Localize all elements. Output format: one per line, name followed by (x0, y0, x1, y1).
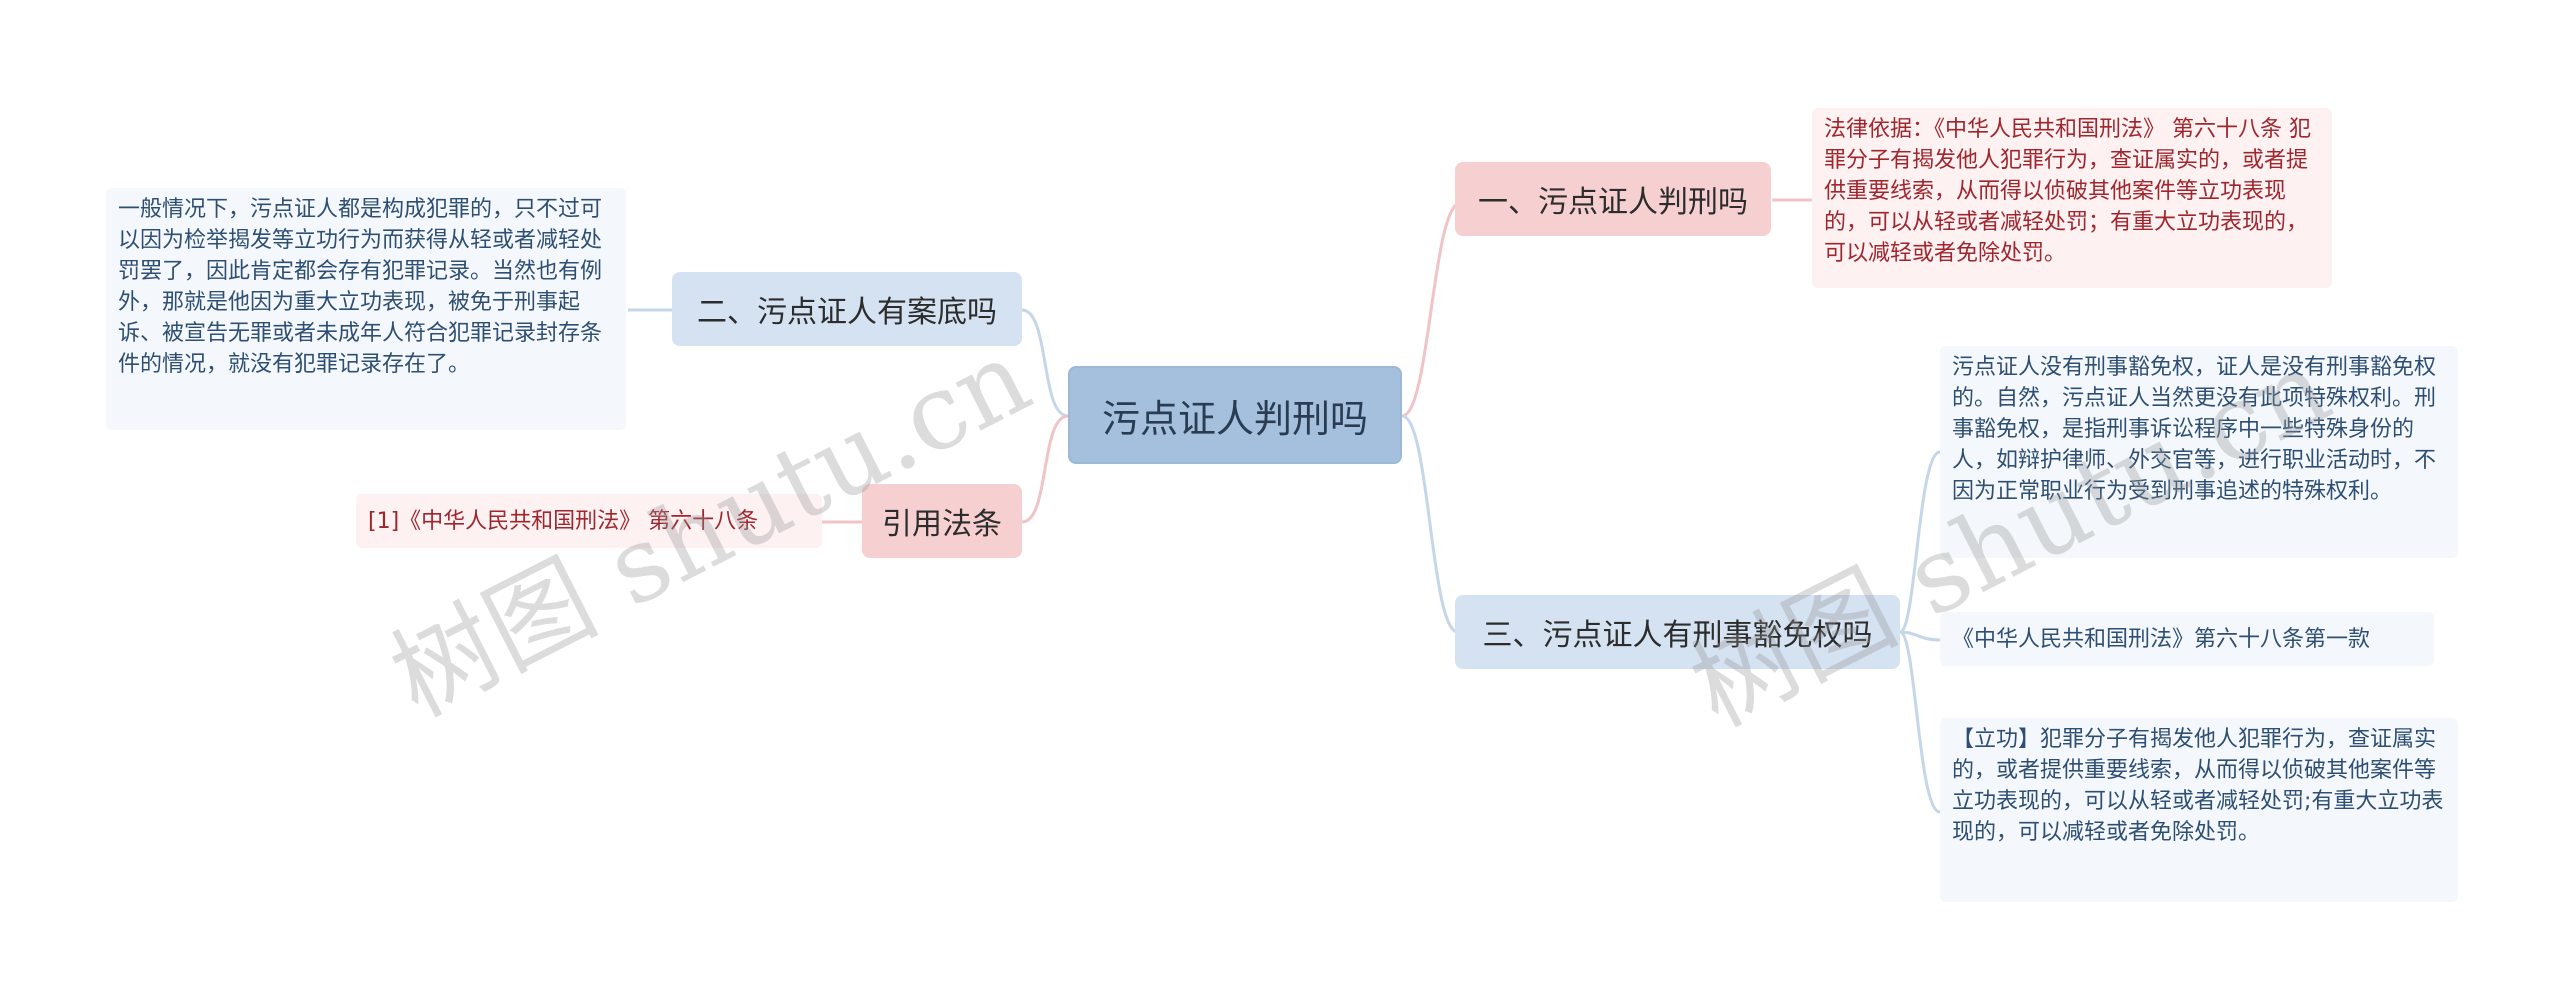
note-criminal-record: 一般情况下，污点证人都是构成犯罪的，只不过可以因为检举揭发等立功行为而获得从轻或… (106, 188, 626, 430)
connector-center-t4 (1021, 414, 1069, 524)
topic-3[interactable]: 三、污点证人有刑事豁免权吗 (1455, 595, 1900, 669)
note-meritorious-service: 【立功】犯罪分子有揭发他人犯罪行为，查证属实的，或者提供重要线索，从而得以侦破其… (1940, 718, 2458, 902)
topic-2[interactable]: 二、污点证人有案底吗 (672, 272, 1022, 346)
note-immunity-explanation: 污点证人没有刑事豁免权，证人是没有刑事豁免权的。自然，污点证人当然更没有此项特殊… (1940, 346, 2458, 558)
connector-center-t1 (1401, 201, 1461, 418)
connector-t3-n6 (1898, 630, 1941, 814)
topic-4[interactable]: 引用法条 (862, 484, 1022, 558)
topic-4-label: 引用法条 (882, 507, 1002, 542)
topic-1-label: 一、污点证人判刑吗 (1478, 185, 1748, 220)
note-citation: [1]《中华人民共和国刑法》 第六十八条 (356, 494, 822, 548)
topic-1[interactable]: 一、污点证人判刑吗 (1455, 162, 1771, 236)
center-topic[interactable]: 污点证人判刑吗 (1068, 366, 1402, 464)
topic-3-label: 三、污点证人有刑事豁免权吗 (1482, 618, 1873, 653)
topic-2-label: 二、污点证人有案底吗 (697, 295, 997, 330)
connector-center-t2 (1021, 308, 1069, 418)
connector-center-t3 (1401, 414, 1459, 634)
connector-t3-n4 (1898, 450, 1941, 634)
note-law-clause: 《中华人民共和国刑法》第六十八条第一款 (1940, 612, 2434, 666)
center-topic-label: 污点证人判刑吗 (1101, 396, 1368, 441)
note-legal-basis: 法律依据：《中华人民共和国刑法》 第六十八条 犯罪分子有揭发他人犯罪行为，查证属… (1812, 108, 2332, 288)
connector-t3-n5 (1899, 630, 1941, 642)
